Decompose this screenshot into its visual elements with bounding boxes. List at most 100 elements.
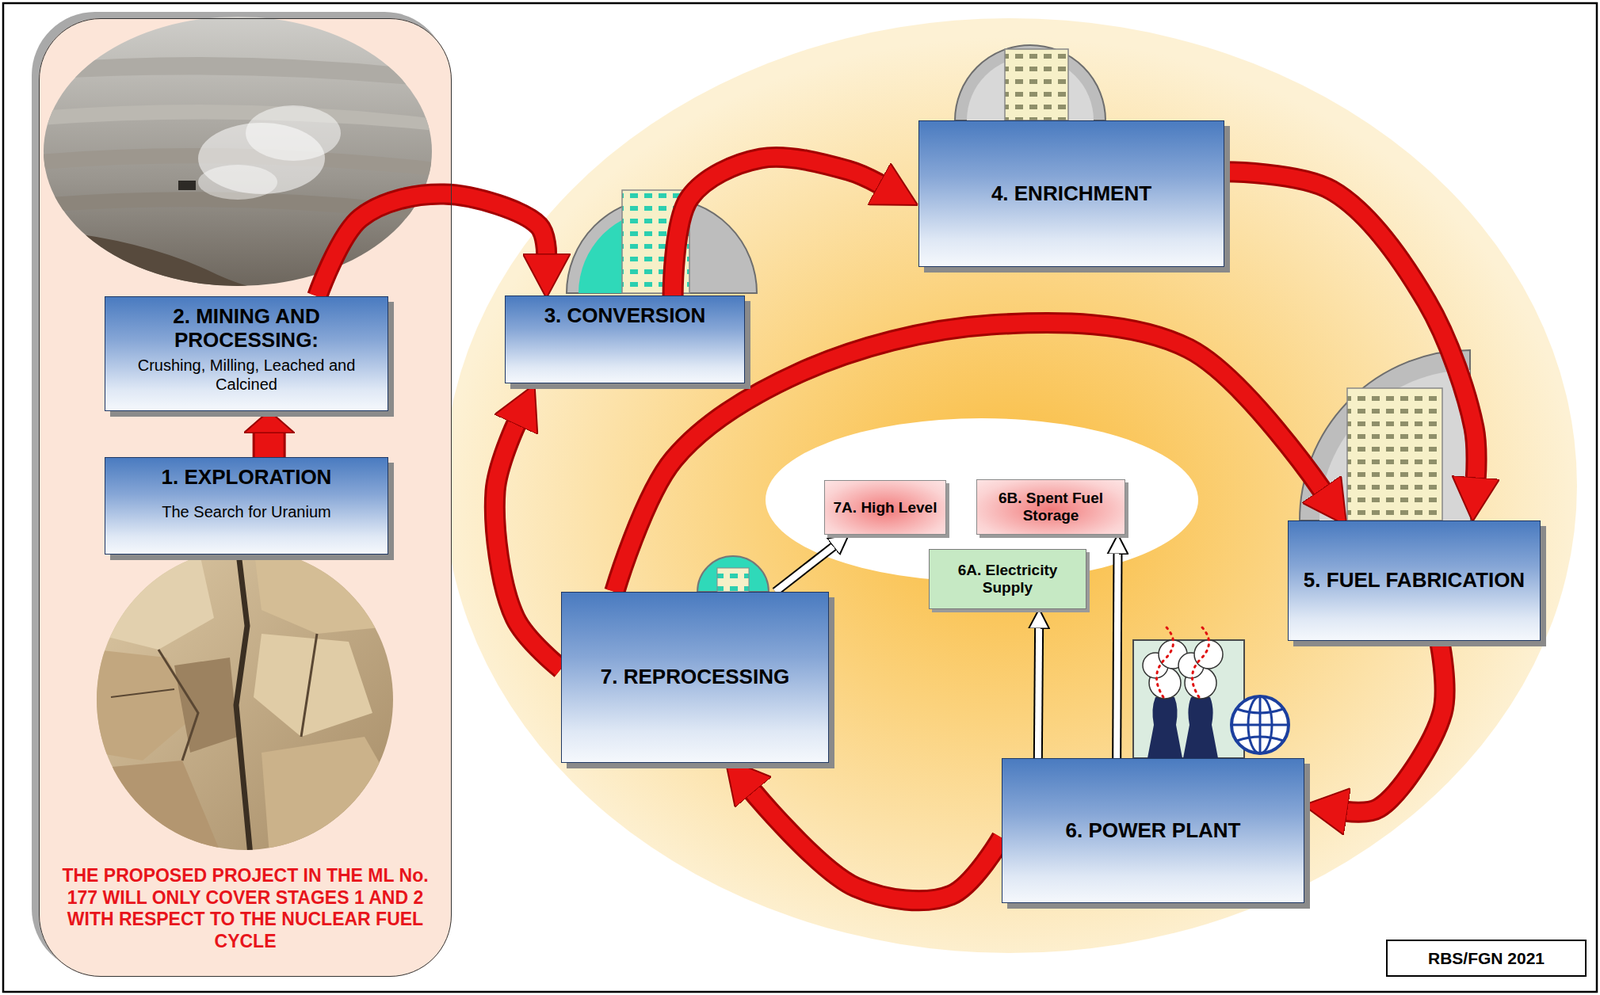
arrow-outline [752,792,1002,902]
building-icon [697,556,769,592]
stage-box: 1. EXPLORATION The Search for Uranium [104,457,389,555]
cycle-ground [443,18,1578,954]
arrow-body [752,792,1002,902]
arrow-body [255,432,284,458]
stage-title: 2. MINING AND PROCESSING: [114,305,379,353]
mine-photo [178,180,196,191]
building-icon [1004,49,1069,121]
arrow-outline [317,194,547,297]
rock-photo [174,657,238,753]
mine-photo [39,229,262,290]
rock-photo [95,546,214,650]
flow-arrow [775,546,833,592]
arrow-body [775,546,833,592]
flow-arrow [268,432,270,458]
stage-box: 3. CONVERSION [504,295,745,384]
power-plant-icon [1237,709,1284,714]
scope-panel: THE PROPOSED PROJECT IN THE ML No. 177 W… [38,18,452,978]
power-plant-icon [1259,696,1262,754]
flow-arrow [317,194,547,297]
mine-photo [39,11,436,290]
arrow-outline [1038,628,1039,759]
building-icon [1299,350,1471,521]
stage-title: 6. POWER PLANT [1065,819,1241,844]
arrow-outline [1347,641,1445,813]
rock-photo [253,633,373,737]
rock-photo [95,546,397,856]
stage-title: 1. EXPLORATION [161,465,333,490]
rock-photo [236,546,251,856]
flow-arrow [1224,171,1477,478]
mine-photo [198,164,278,200]
flow-arrow [1116,553,1118,759]
rock-photo [261,736,397,856]
power-plant-icon [1183,697,1219,759]
arrow-outline [494,424,562,670]
rock-photo [110,689,175,698]
flow-arrow [672,156,879,296]
stage-title: 5. FUEL FABRICATION [1303,568,1525,593]
arrow-body [494,424,562,670]
power-plant-icon [1231,696,1289,754]
power-plant-icon [1237,736,1284,741]
stage-box: 4. ENRICHMENT [918,120,1225,268]
stage-subtitle: The Search for Uranium [161,502,331,522]
rock-photo [301,633,317,737]
flow-arrow [1347,641,1445,813]
power-plant-icon [1191,627,1209,698]
stage-box: 7. REPROCESSING [561,591,829,764]
stage-box: 2. MINING AND PROCESSING:Crushing, Milli… [104,296,389,412]
power-plant-icon [1156,627,1173,698]
arrow-body [1038,628,1039,759]
panel-fill [38,18,452,978]
output-box: 6A. Electricity Supply [928,549,1087,610]
flow-arrow [494,424,562,670]
building-icon [717,568,749,592]
building-icon [697,556,769,592]
arrow-body [317,194,547,297]
arrow-body [1116,553,1118,759]
rock-photo [95,760,222,856]
rock-photo [95,546,397,856]
mine-photo [39,11,436,290]
credit-box: RBS/FGN 2021 [1386,939,1587,978]
arrow-outline [1224,171,1477,478]
output-label: 6A. Electricity Supply [934,561,1081,597]
flow-arrow [1038,628,1039,759]
rock-photo [158,649,199,761]
building-icon [954,45,1106,121]
arrow-outline [252,432,287,458]
output-box: 7A. High Level [824,480,947,535]
stage-title: 3. CONVERSION [544,304,707,329]
building-icon [1319,370,1471,521]
building-icon [1299,350,1471,521]
building-icon [566,190,757,294]
rock-photo [253,546,397,634]
arrow-outline [1116,553,1118,759]
output-label: 7A. High Level [833,499,938,517]
mine-photo [39,57,436,88]
arrow-body [1347,641,1445,813]
page-frame [3,3,1597,993]
arrow-body [672,156,879,296]
scope-note: THE PROPOSED PROJECT IN THE ML No. 177 W… [45,865,445,953]
building-icon [1347,388,1443,521]
power-plant-icon [1147,697,1183,759]
arrow-outline [672,156,879,296]
power-plant-icon [1133,640,1245,759]
stage-box: 6. POWER PLANT [1001,758,1305,904]
arrow-body [1224,171,1477,478]
stage-title: 4. ENRICHMENT [991,182,1152,207]
flow-arrow [752,792,1002,902]
output-label: 6B. Spent Fuel Storage [981,489,1120,525]
stage-title: 7. REPROCESSING [600,665,790,690]
power-plant-icon [1133,627,1289,759]
building-icon [954,45,1106,121]
stage-subtitle: Crushing, Milling, Leached and Calcined [114,355,379,394]
mine-photo [245,105,341,161]
arrow-outline [775,546,833,592]
stage-box: 5. FUEL FABRICATION [1287,520,1541,642]
credit-text: RBS/FGN 2021 [1428,948,1545,969]
